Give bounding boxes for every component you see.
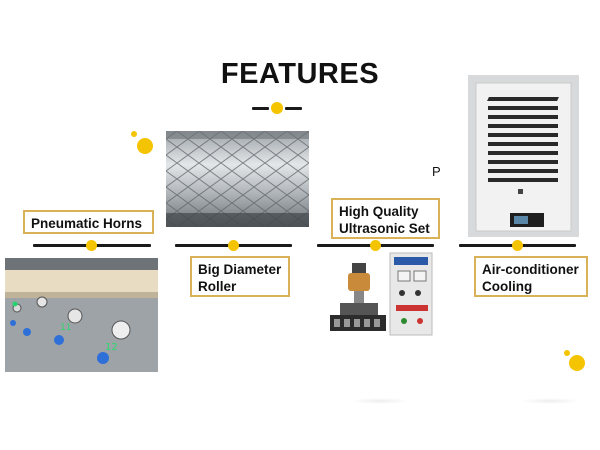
feature-label-big-diameter-roller: Big Diameter Roller bbox=[190, 256, 290, 297]
feature-label-line: Pneumatic Horns bbox=[31, 216, 143, 231]
faint-shadow bbox=[520, 398, 580, 404]
timeline-dot-2 bbox=[228, 240, 239, 251]
decor-dot-large bbox=[569, 355, 585, 371]
timeline-dot-3 bbox=[370, 240, 381, 251]
pneumatic-horns-photo: 11 12 bbox=[5, 258, 158, 372]
title-underline-left bbox=[252, 107, 269, 110]
feature-label-line: Big Diameter bbox=[198, 262, 282, 277]
feature-label-air-conditioner-cooling: Air-conditioner Cooling bbox=[474, 256, 588, 297]
page-title: FEATURES bbox=[220, 58, 380, 90]
title-accent-dot bbox=[271, 102, 283, 114]
horn-number-12: 12 bbox=[105, 342, 118, 353]
feature-label-line: High Quality bbox=[339, 204, 419, 219]
feature-label-line: Ultrasonic Set bbox=[339, 221, 430, 236]
title-underline-right bbox=[285, 107, 302, 110]
decor-dot-small bbox=[131, 131, 137, 137]
feature-label-line: Air-conditioner bbox=[482, 262, 579, 277]
ultrasonic-set-photo bbox=[328, 249, 436, 339]
feature-label-ultrasonic-set: High Quality Ultrasonic Set bbox=[331, 198, 440, 239]
decor-dot-large bbox=[137, 138, 153, 154]
air-conditioner-photo bbox=[468, 75, 579, 237]
timeline-dot-1 bbox=[86, 240, 97, 251]
roller-photo bbox=[166, 131, 309, 227]
feature-label-line: Cooling bbox=[482, 279, 533, 294]
timeline-dot-4 bbox=[512, 240, 523, 251]
faint-shadow bbox=[350, 398, 410, 404]
feature-label-line: Roller bbox=[198, 279, 237, 294]
feature-label-pneumatic-horns: Pneumatic Horns bbox=[23, 210, 154, 234]
decor-dot-small bbox=[564, 350, 570, 356]
horn-number-11: 11 bbox=[60, 323, 71, 333]
stray-letter: P bbox=[432, 164, 441, 179]
